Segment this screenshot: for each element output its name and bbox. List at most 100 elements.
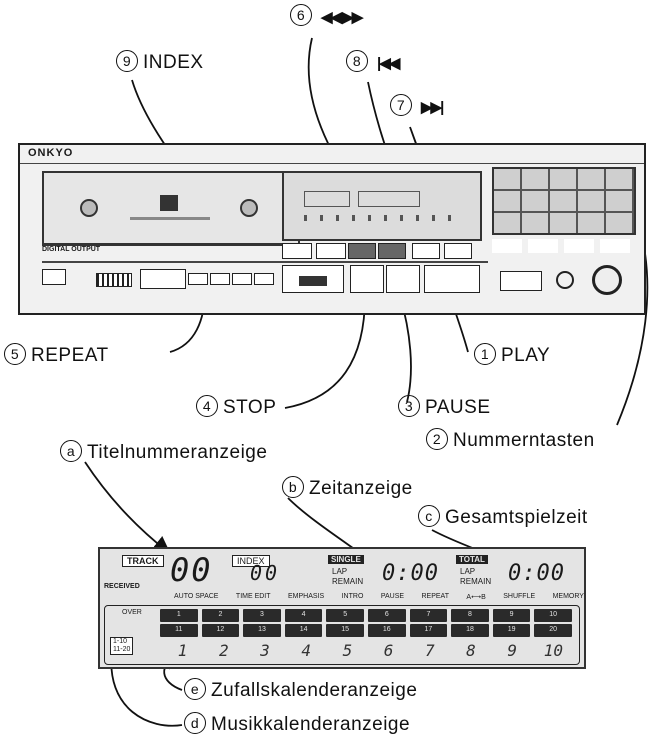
calendar-cell: 1 <box>160 609 198 622</box>
calendar-cell: 5 <box>326 609 364 622</box>
mode-label: MEMORY <box>552 593 584 600</box>
shuffle-digit: 7 <box>424 641 435 660</box>
calendar-cell: 17 <box>409 624 448 637</box>
shuffle-digit: 9 <box>507 641 518 660</box>
button-misc-b[interactable] <box>316 243 346 259</box>
calendar-cell: 10 <box>534 609 572 622</box>
keypad-row-buttons[interactable] <box>492 239 632 253</box>
total-label: TOTAL <box>456 555 488 564</box>
single-lap: LAP <box>332 567 348 576</box>
calendar-cell: 3 <box>243 609 281 622</box>
calendar-cell: 2 <box>201 609 240 622</box>
button-time-edit[interactable] <box>210 273 230 285</box>
timer-switch[interactable] <box>96 273 132 287</box>
tray-screw-right <box>240 199 258 217</box>
index-label: INDEX <box>232 555 270 567</box>
arrow-stop <box>284 292 374 409</box>
shuffle-digit: 10 <box>543 641 564 660</box>
single-label: SINGLE <box>328 555 364 564</box>
calendar-cell: 6 <box>367 609 406 622</box>
callout-prev: 8|◀◀ <box>346 50 400 74</box>
mode-label: AUTO SPACE <box>174 593 219 600</box>
shuffle-digit: 8 <box>466 641 476 660</box>
shuffle-window <box>282 265 344 293</box>
brand-strip: ONKYO <box>20 145 644 164</box>
shuffle-digit: 5 <box>342 641 353 660</box>
lower-control-bar <box>42 261 488 263</box>
panel-display-window <box>282 171 482 241</box>
total-remain: REMAIN <box>460 577 492 586</box>
digital-output-label: DIGITAL OUTPUT <box>42 245 296 256</box>
total-time: 0:00 <box>508 561 565 586</box>
mode-label: SHUFFLE <box>503 593 536 600</box>
calendar-cell: 4 <box>284 609 323 622</box>
tray-text <box>130 217 210 220</box>
calendar-cell: 18 <box>451 624 489 637</box>
calendar-cell: 19 <box>492 624 531 637</box>
calendar-cell: 9 <box>492 609 531 622</box>
slot-label <box>140 269 186 289</box>
shuffle-digit: 2 <box>218 641 229 660</box>
calendar-cell: 8 <box>451 609 489 622</box>
brand-logo: ONKYO <box>28 147 74 159</box>
tray-screw-left <box>80 199 98 217</box>
shuffle-digit: 6 <box>383 641 394 660</box>
mode-label: PAUSE <box>380 593 405 600</box>
disc-tray[interactable] <box>42 171 300 245</box>
compact-disc-logo <box>160 195 178 211</box>
track-label: TRACK <box>122 555 164 567</box>
shuffle-digits: 1 2 3 4 5 6 7 8 9 10 <box>162 641 574 661</box>
shuffle-digit: 4 <box>301 641 312 660</box>
mode-label: A⟷B <box>466 594 486 601</box>
volume-knob[interactable] <box>592 265 622 295</box>
callout-next: 7▶▶| <box>390 94 444 118</box>
button-stop[interactable] <box>350 265 384 293</box>
button-index[interactable] <box>254 273 274 285</box>
button-repeat[interactable] <box>232 273 252 285</box>
track-digits: 00 <box>170 551 213 589</box>
button-rewind[interactable] <box>348 243 376 259</box>
single-time: 0:00 <box>382 561 439 586</box>
button-auto-space[interactable] <box>188 273 208 285</box>
total-lap: LAP <box>460 567 476 576</box>
arrow-track-display <box>84 461 171 555</box>
over-label: OVER <box>122 609 142 616</box>
shuffle-digit: 3 <box>260 641 270 660</box>
button-fast-forward[interactable] <box>378 243 406 259</box>
button-power[interactable] <box>42 269 66 285</box>
index-digits: 00 <box>250 561 281 585</box>
calendar-cell: 16 <box>367 624 406 637</box>
mode-label: TIME EDIT <box>235 593 271 600</box>
shuffle-digit: 1 <box>177 641 188 660</box>
mode-label: EMPHASIS <box>287 593 325 600</box>
phones-jack[interactable] <box>556 271 574 289</box>
calendar-cell: 14 <box>284 624 323 637</box>
button-play[interactable] <box>424 265 480 293</box>
received-label: RECEIVED <box>104 583 140 590</box>
calendar-cell: 12 <box>201 624 240 637</box>
button-level[interactable] <box>500 271 542 291</box>
single-remain: REMAIN <box>332 577 364 586</box>
button-previous[interactable] <box>412 243 440 259</box>
mode-label: REPEAT <box>421 593 449 600</box>
button-misc-a[interactable] <box>282 243 312 259</box>
calendar-frame <box>104 605 580 665</box>
calendar-cell: 7 <box>409 609 448 622</box>
cd-player-panel: ONKYO DIGITAL OUTPUT <box>18 143 646 315</box>
callout-rew-ff: 6◀◀ ▶▶ <box>290 4 363 28</box>
button-pause[interactable] <box>386 265 420 293</box>
button-next[interactable] <box>444 243 472 259</box>
calendar-cell: 20 <box>534 624 572 637</box>
